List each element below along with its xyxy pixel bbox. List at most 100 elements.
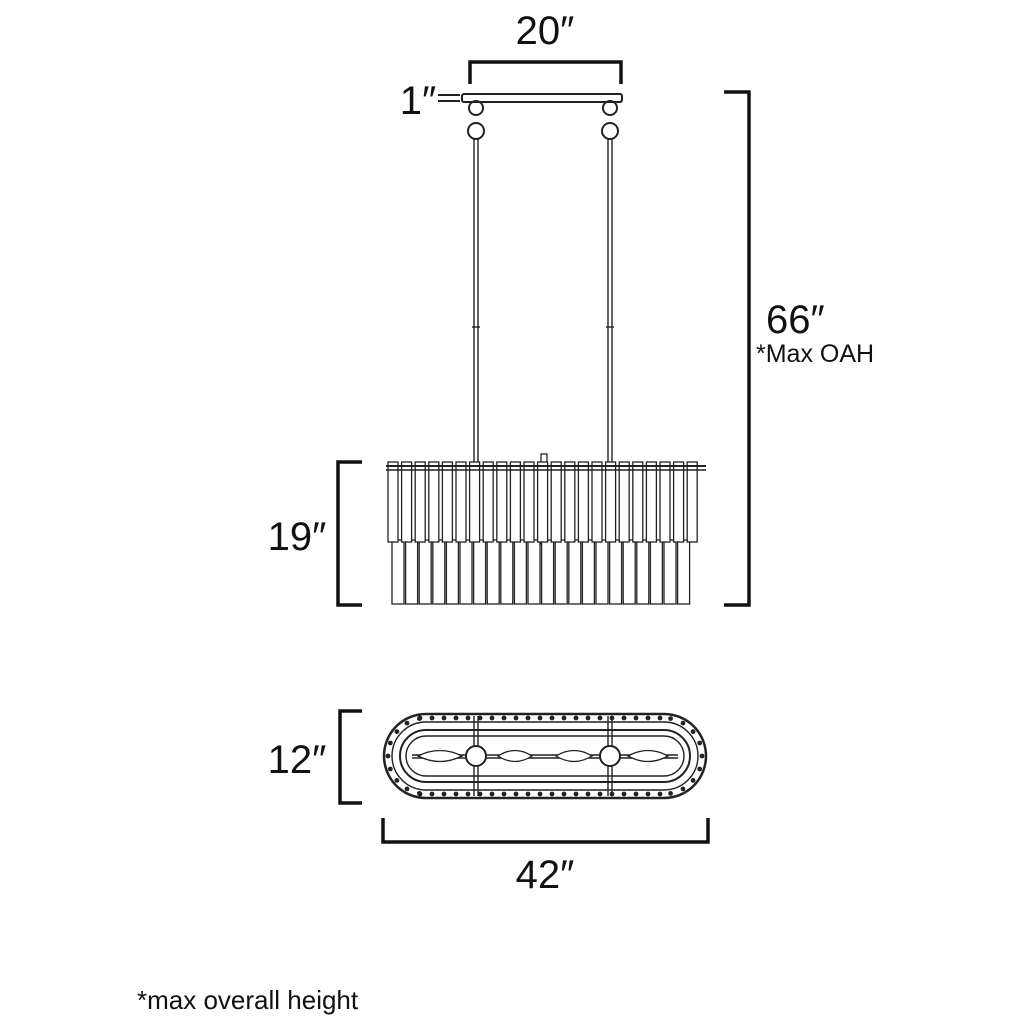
- glass-panel-upper: [686, 461, 698, 543]
- glass-panel-lower: [472, 539, 487, 605]
- glass-panel-upper: [414, 461, 426, 543]
- upper-glass-panels: [387, 461, 698, 543]
- bead: [573, 791, 579, 797]
- candle-bulb: [496, 749, 534, 763]
- glass-panel-upper: [536, 461, 549, 543]
- bead: [690, 729, 696, 734]
- canopy-width-label: 20″: [516, 9, 575, 53]
- glass-panel-upper: [659, 461, 671, 543]
- glass-panel-upper: [509, 461, 522, 543]
- glass-panel-upper: [550, 461, 562, 543]
- glass-panel-upper: [455, 461, 467, 543]
- bead: [537, 791, 543, 797]
- bead: [633, 791, 639, 797]
- glass-panel-lower: [581, 539, 596, 605]
- bead: [501, 715, 507, 721]
- glass-panel-upper: [577, 461, 590, 543]
- bead: [525, 791, 531, 797]
- bead: [489, 791, 495, 797]
- glass-panel-lower: [500, 539, 514, 605]
- glass-panel-upper: [523, 461, 535, 543]
- lower-glass-panels: [391, 539, 691, 605]
- bead: [417, 716, 422, 721]
- bead: [513, 791, 519, 797]
- bead: [394, 729, 400, 734]
- bead: [657, 715, 663, 721]
- bead: [453, 791, 459, 797]
- overall-height-note: *Max OAH: [756, 340, 874, 368]
- candle-bulbs: [416, 749, 670, 763]
- candle-bulb: [416, 749, 464, 763]
- bead: [489, 715, 495, 721]
- bead: [668, 791, 673, 796]
- glass-panel-lower: [391, 539, 405, 605]
- bead: [387, 740, 393, 746]
- glass-panel-lower: [622, 539, 636, 605]
- left-suspension: [467, 100, 485, 462]
- crystal-bead-row: [385, 715, 705, 797]
- depth-bracket: [338, 709, 362, 805]
- canopy-plate: [461, 93, 623, 103]
- glass-panel-upper: [645, 461, 658, 543]
- glass-panel-lower: [568, 539, 582, 605]
- glass-panel-upper: [482, 461, 494, 543]
- bead: [621, 791, 627, 797]
- bead: [477, 715, 483, 721]
- bead: [394, 778, 400, 783]
- glass-panel-lower: [554, 539, 568, 605]
- bead: [561, 791, 567, 797]
- glass-panel-upper: [468, 461, 481, 543]
- bead: [465, 791, 471, 797]
- glass-panel-upper: [564, 461, 576, 543]
- bead: [680, 720, 686, 726]
- glass-panel-lower: [418, 539, 432, 605]
- bead: [697, 766, 703, 772]
- body-height-label: 19″: [268, 515, 327, 559]
- glass-panel-lower: [649, 539, 664, 605]
- bead: [697, 740, 703, 746]
- bead: [385, 753, 391, 759]
- depth-label: 12″: [268, 738, 327, 782]
- bead: [549, 791, 555, 797]
- bead: [429, 715, 435, 721]
- bead: [668, 716, 673, 721]
- right-suspension: [601, 100, 619, 462]
- bead: [429, 791, 435, 797]
- glass-panel-upper: [441, 461, 454, 543]
- candle-bulb: [626, 749, 670, 763]
- body-height-bracket: [336, 460, 362, 607]
- bead: [537, 715, 543, 721]
- glass-panel-lower: [486, 539, 500, 605]
- glass-panel-lower: [432, 539, 446, 605]
- glass-panel-upper: [604, 461, 617, 543]
- glass-panel-upper: [591, 461, 603, 543]
- glass-panel-upper: [428, 461, 440, 543]
- glass-panel-lower: [595, 539, 609, 605]
- bead: [549, 715, 555, 721]
- glass-panel-lower: [513, 539, 528, 605]
- fixture-plan-view: [382, 712, 708, 800]
- bead: [680, 786, 686, 792]
- length-label: 42″: [516, 853, 575, 897]
- bead: [501, 791, 507, 797]
- bead: [699, 753, 705, 759]
- canopy-width-bracket: [468, 60, 623, 84]
- bead: [417, 791, 422, 796]
- bead: [453, 715, 459, 721]
- bead: [441, 791, 447, 797]
- glass-panel-upper: [618, 461, 630, 543]
- bead: [597, 791, 603, 797]
- bead: [645, 715, 651, 721]
- bead: [690, 778, 696, 783]
- overall-height-bracket: [724, 90, 751, 607]
- glass-panel-upper: [672, 461, 685, 543]
- glass-panel-lower: [676, 539, 691, 605]
- bead: [621, 715, 627, 721]
- candle-bulb: [554, 749, 594, 763]
- bead: [441, 715, 447, 721]
- bead: [525, 715, 531, 721]
- bead: [645, 791, 651, 797]
- glass-panel-upper: [632, 461, 644, 543]
- glass-panel-upper: [400, 461, 413, 543]
